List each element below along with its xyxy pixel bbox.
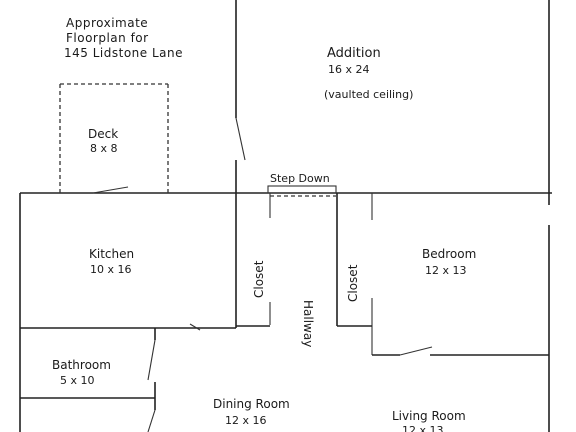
addition-note: (vaulted ceiling) <box>324 88 413 101</box>
kitchen-label: Kitchen <box>89 247 134 261</box>
title-line-3: 145 Lidstone Lane <box>64 46 183 60</box>
living-room-label: Living Room <box>392 409 466 423</box>
addition-label: Addition <box>327 46 381 61</box>
bedroom-dims: 12 x 13 <box>425 264 467 277</box>
door-swing-deck <box>92 186 129 194</box>
kitchen-dims: 10 x 16 <box>90 263 132 276</box>
title-line-2: Floorplan for <box>66 31 149 45</box>
addition-dims: 16 x 24 <box>328 63 370 76</box>
closet-left-label: Closet <box>252 260 266 298</box>
door-swing-dining <box>147 409 156 432</box>
living-room-dims: 12 x 13 <box>402 424 444 432</box>
step-down-label: Step Down <box>270 172 330 185</box>
deck-dims: 8 x 8 <box>90 142 118 155</box>
door-swing-bedroom <box>399 346 433 356</box>
hallway-label: Hallway <box>301 300 315 347</box>
walls <box>19 0 552 432</box>
door-swing-addition <box>235 117 246 161</box>
door-swing-bathroom <box>147 339 156 381</box>
bedroom-label: Bedroom <box>422 247 476 261</box>
title-line-1: Approximate <box>66 16 148 30</box>
bathroom-dims: 5 x 10 <box>60 374 95 387</box>
dining-room-dims: 12 x 16 <box>225 414 267 427</box>
closet-right-label: Closet <box>346 264 360 302</box>
deck-label: Deck <box>88 127 118 141</box>
step-down-outline <box>267 185 337 197</box>
deck-outline <box>59 83 169 193</box>
dining-room-label: Dining Room <box>213 397 290 411</box>
bathroom-label: Bathroom <box>52 358 111 372</box>
doors <box>92 117 433 432</box>
